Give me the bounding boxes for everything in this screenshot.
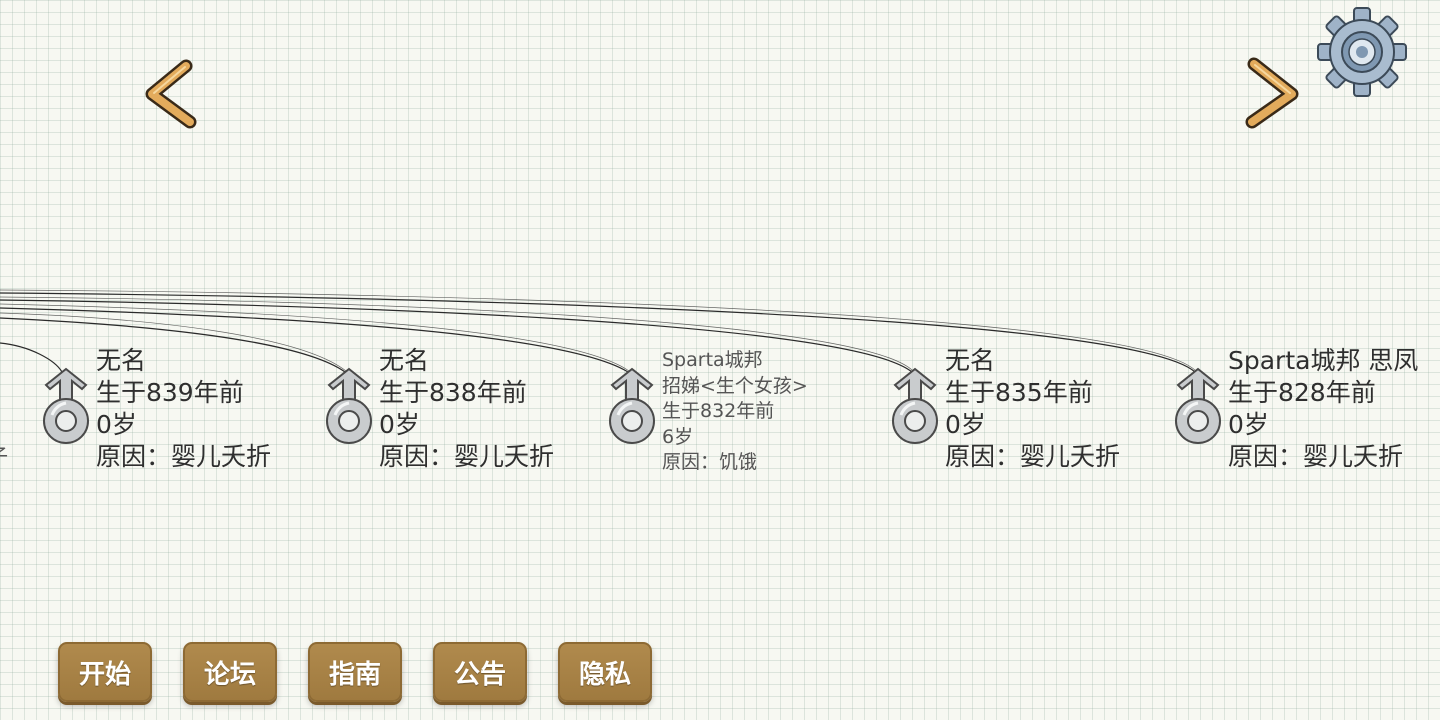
privacy-button[interactable]: 隐私 — [558, 642, 652, 702]
person-name: 无名 — [945, 346, 996, 375]
person-card[interactable]: Sparta城邦 思凤 生于828年前 0岁 原因：婴儿夭折 — [1170, 345, 1440, 475]
person-born: 生于838年前 — [379, 378, 527, 407]
person-info: 无名 生于838年前 0岁 原因：婴儿夭折 — [379, 345, 554, 473]
person-age: 6岁 — [662, 425, 694, 448]
gear-icon[interactable] — [1316, 6, 1408, 98]
truncated-text: 子 — [0, 440, 8, 469]
person-card[interactable]: 无名 生于839年前 0岁 原因：婴儿夭折 — [38, 345, 308, 475]
person-born: 生于832年前 — [662, 400, 775, 422]
person-title: 招娣<生个女孩> — [662, 374, 808, 397]
chevron-right-icon[interactable] — [1240, 56, 1304, 132]
male-symbol-icon — [609, 367, 655, 444]
forum-button[interactable]: 论坛 — [183, 642, 277, 702]
person-card[interactable]: 无名 生于835年前 0岁 原因：婴儿夭折 — [887, 345, 1157, 475]
person-info: Sparta城邦 招娣<生个女孩> 生于832年前 6岁 原因：饥饿 — [662, 348, 808, 476]
person-death-cause: 原因：饥饿 — [662, 451, 758, 473]
person-name: 无名 — [96, 346, 147, 375]
start-button[interactable]: 开始 — [58, 642, 152, 702]
person-age: 0岁 — [945, 410, 986, 439]
person-death-cause: 原因：婴儿夭折 — [1228, 442, 1404, 471]
male-symbol-icon — [326, 367, 372, 444]
person-name: Sparta城邦 思凤 — [1228, 346, 1419, 375]
person-born: 生于828年前 — [1228, 378, 1376, 407]
person-age: 0岁 — [379, 410, 420, 439]
male-symbol-icon — [1175, 367, 1221, 444]
person-death-cause: 原因：婴儿夭折 — [379, 442, 555, 471]
person-card[interactable]: Sparta城邦 招娣<生个女孩> 生于832年前 6岁 原因：饥饿 — [604, 345, 874, 475]
person-name: Sparta城邦 — [662, 349, 763, 371]
notice-button[interactable]: 公告 — [433, 642, 527, 702]
guide-button[interactable]: 指南 — [308, 642, 402, 702]
male-symbol-icon — [892, 367, 938, 444]
person-born: 生于839年前 — [96, 378, 244, 407]
person-name: 无名 — [379, 346, 430, 375]
person-death-cause: 原因：婴儿夭折 — [96, 442, 272, 471]
chevron-left-icon[interactable] — [138, 58, 202, 132]
person-info: Sparta城邦 思凤 生于828年前 0岁 原因：婴儿夭折 — [1228, 345, 1418, 473]
person-age: 0岁 — [1228, 410, 1269, 439]
person-card[interactable]: 无名 生于838年前 0岁 原因：婴儿夭折 — [321, 345, 591, 475]
person-info: 无名 生于835年前 0岁 原因：婴儿夭折 — [945, 345, 1120, 473]
male-symbol-icon — [43, 367, 89, 444]
person-info: 无名 生于839年前 0岁 原因：婴儿夭折 — [96, 345, 271, 473]
person-death-cause: 原因：婴儿夭折 — [945, 442, 1121, 471]
person-born: 生于835年前 — [945, 378, 1093, 407]
person-age: 0岁 — [96, 410, 137, 439]
